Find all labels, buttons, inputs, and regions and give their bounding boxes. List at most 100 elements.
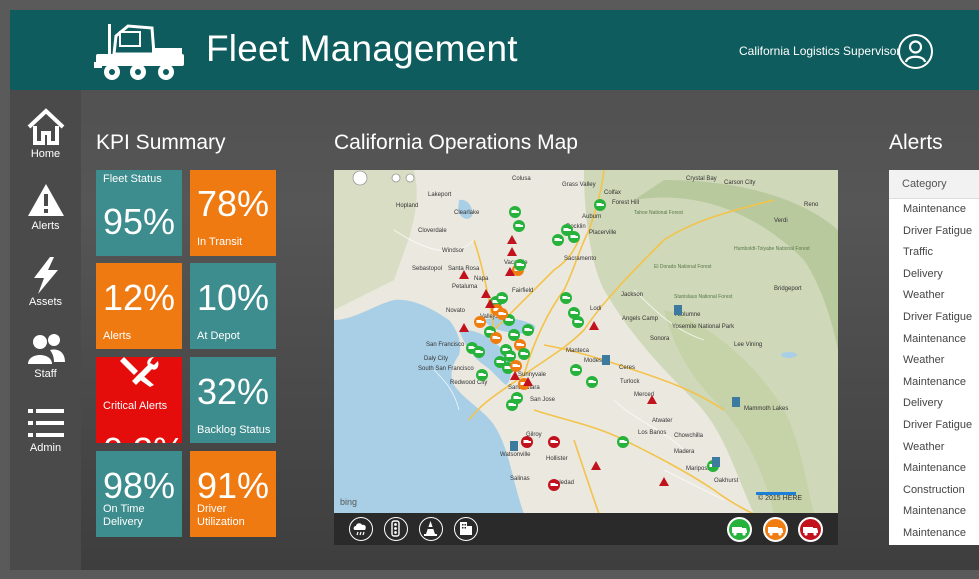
warning-marker[interactable] [485,299,495,308]
svg-text:Lakeport: Lakeport [428,192,452,198]
traffic-light-icon [391,520,400,537]
alert-row[interactable]: Maintenance [903,526,966,539]
filter-red-trucks-button[interactable] [798,517,823,542]
svg-text:Stanislaus National Forest: Stanislaus National Forest [674,294,733,300]
warning-marker[interactable] [659,477,669,486]
green-truck-marker[interactable] [617,436,629,448]
alert-row[interactable]: Weather [903,289,945,302]
green-truck-marker[interactable] [570,364,582,376]
kpi-tile-alerts[interactable]: 12% Alerts [96,263,182,349]
sidebar-item-home[interactable]: Home [10,108,81,172]
svg-text:Windsor: Windsor [442,248,464,254]
filter-green-trucks-button[interactable] [727,517,752,542]
warning-marker[interactable] [507,247,517,256]
green-truck-marker[interactable] [513,220,525,232]
filter-orange-trucks-button[interactable] [763,517,788,542]
kpi-tile-in-transit[interactable]: 78% In Transit [190,170,276,256]
green-truck-marker[interactable] [509,206,521,218]
kpi-tile-critical-alerts[interactable]: Critical Alerts 0.3% [96,357,182,443]
alert-row[interactable]: Weather [903,354,945,367]
sidebar-item-assets[interactable]: Assets [10,256,81,320]
truck-icon [732,527,747,536]
map-markers[interactable] [459,199,740,491]
green-truck-marker[interactable] [518,348,530,360]
warning-marker[interactable] [647,395,657,404]
red-truck-marker[interactable] [548,436,560,448]
kpi-tile-fleet-status[interactable]: Fleet Status 95% [96,170,182,256]
green-truck-marker[interactable] [522,324,534,336]
depot-marker[interactable] [674,305,682,315]
green-truck-marker[interactable] [594,199,606,211]
red-truck-marker[interactable] [521,436,533,448]
svg-text:Bridgeport: Bridgeport [774,286,802,292]
warning-marker[interactable] [591,461,601,470]
alert-row[interactable]: Driver Fatigue [903,418,973,431]
svg-text:Los Banos: Los Banos [638,430,666,436]
sidebar-item-admin[interactable]: Admin [10,406,81,470]
alert-row[interactable]: Delivery [903,397,943,410]
alerts-column-header[interactable]: Category [889,170,979,199]
green-truck-marker[interactable] [586,376,598,388]
green-truck-marker[interactable] [572,316,584,328]
alert-row[interactable]: Driver Fatigue [903,310,973,323]
warning-marker[interactable] [459,270,469,279]
alert-row[interactable]: Maintenance [903,462,966,475]
sidebar-item-staff[interactable]: Staff [10,332,81,396]
alert-row[interactable]: Weather [903,440,945,453]
alert-row[interactable]: Maintenance [903,332,966,345]
kpi-tile-at-depot[interactable]: 10% At Depot [190,263,276,349]
green-truck-marker[interactable] [473,346,485,358]
green-truck-marker[interactable] [568,231,580,243]
alert-row[interactable]: Maintenance [903,203,966,215]
map-navigation-control[interactable] [352,170,415,186]
green-truck-marker[interactable] [506,399,518,411]
green-truck-marker[interactable] [560,292,572,304]
orange-truck-marker[interactable] [514,339,526,351]
green-truck-marker[interactable] [568,307,580,319]
green-truck-marker[interactable] [552,234,564,246]
alert-row[interactable]: Construction [903,483,965,496]
depot-marker[interactable] [602,355,610,365]
alert-row[interactable]: Traffic [903,246,933,259]
green-truck-marker[interactable] [508,329,520,341]
warning-marker[interactable] [507,235,517,244]
warning-marker[interactable] [510,371,520,380]
traffic-layer-button[interactable] [384,517,408,541]
weather-layer-button[interactable] [349,517,373,541]
green-truck-marker[interactable] [504,350,516,362]
depot-marker[interactable] [712,457,720,467]
alert-row[interactable]: Maintenance [903,505,966,518]
green-truck-marker[interactable] [476,369,488,381]
warning-marker[interactable] [589,321,599,330]
warning-marker[interactable] [523,377,533,386]
orange-truck-marker[interactable] [496,308,508,320]
svg-text:Petaluma: Petaluma [452,284,478,290]
warning-marker[interactable] [505,267,515,276]
user-avatar-button[interactable] [898,34,933,69]
warning-marker[interactable] [481,289,491,298]
orange-truck-marker[interactable] [510,360,522,372]
alert-row[interactable]: Driver Fatigue [903,224,973,237]
orange-truck-marker[interactable] [474,316,486,328]
sidebar-item-alerts[interactable]: Alerts [10,182,81,246]
construction-layer-button[interactable] [419,517,443,541]
alert-row[interactable]: Delivery [903,267,943,280]
depot-marker[interactable] [732,397,740,407]
kpi-tile-on-time-delivery[interactable]: 98% On Time Delivery [96,451,182,537]
green-truck-marker[interactable] [496,292,508,304]
orange-truck-marker[interactable] [490,332,502,344]
red-truck-marker[interactable] [548,479,560,491]
warning-marker[interactable] [459,323,469,332]
svg-text:Santa Rosa: Santa Rosa [448,266,480,272]
svg-text:Crystal Bay: Crystal Bay [686,176,717,182]
depot-marker[interactable] [510,441,518,451]
kpi-value: 10% [197,277,270,318]
kpi-tile-driver-utilization[interactable]: 91% Driver Utilization [190,451,276,537]
app-window: Fleet Management California Logistics Su… [10,10,979,570]
facilities-layer-button[interactable] [454,517,478,541]
green-truck-marker[interactable] [514,259,526,271]
alert-row[interactable]: Maintenance [903,375,966,388]
kpi-tile-backlog-status[interactable]: 32% Backlog Status [190,357,276,443]
